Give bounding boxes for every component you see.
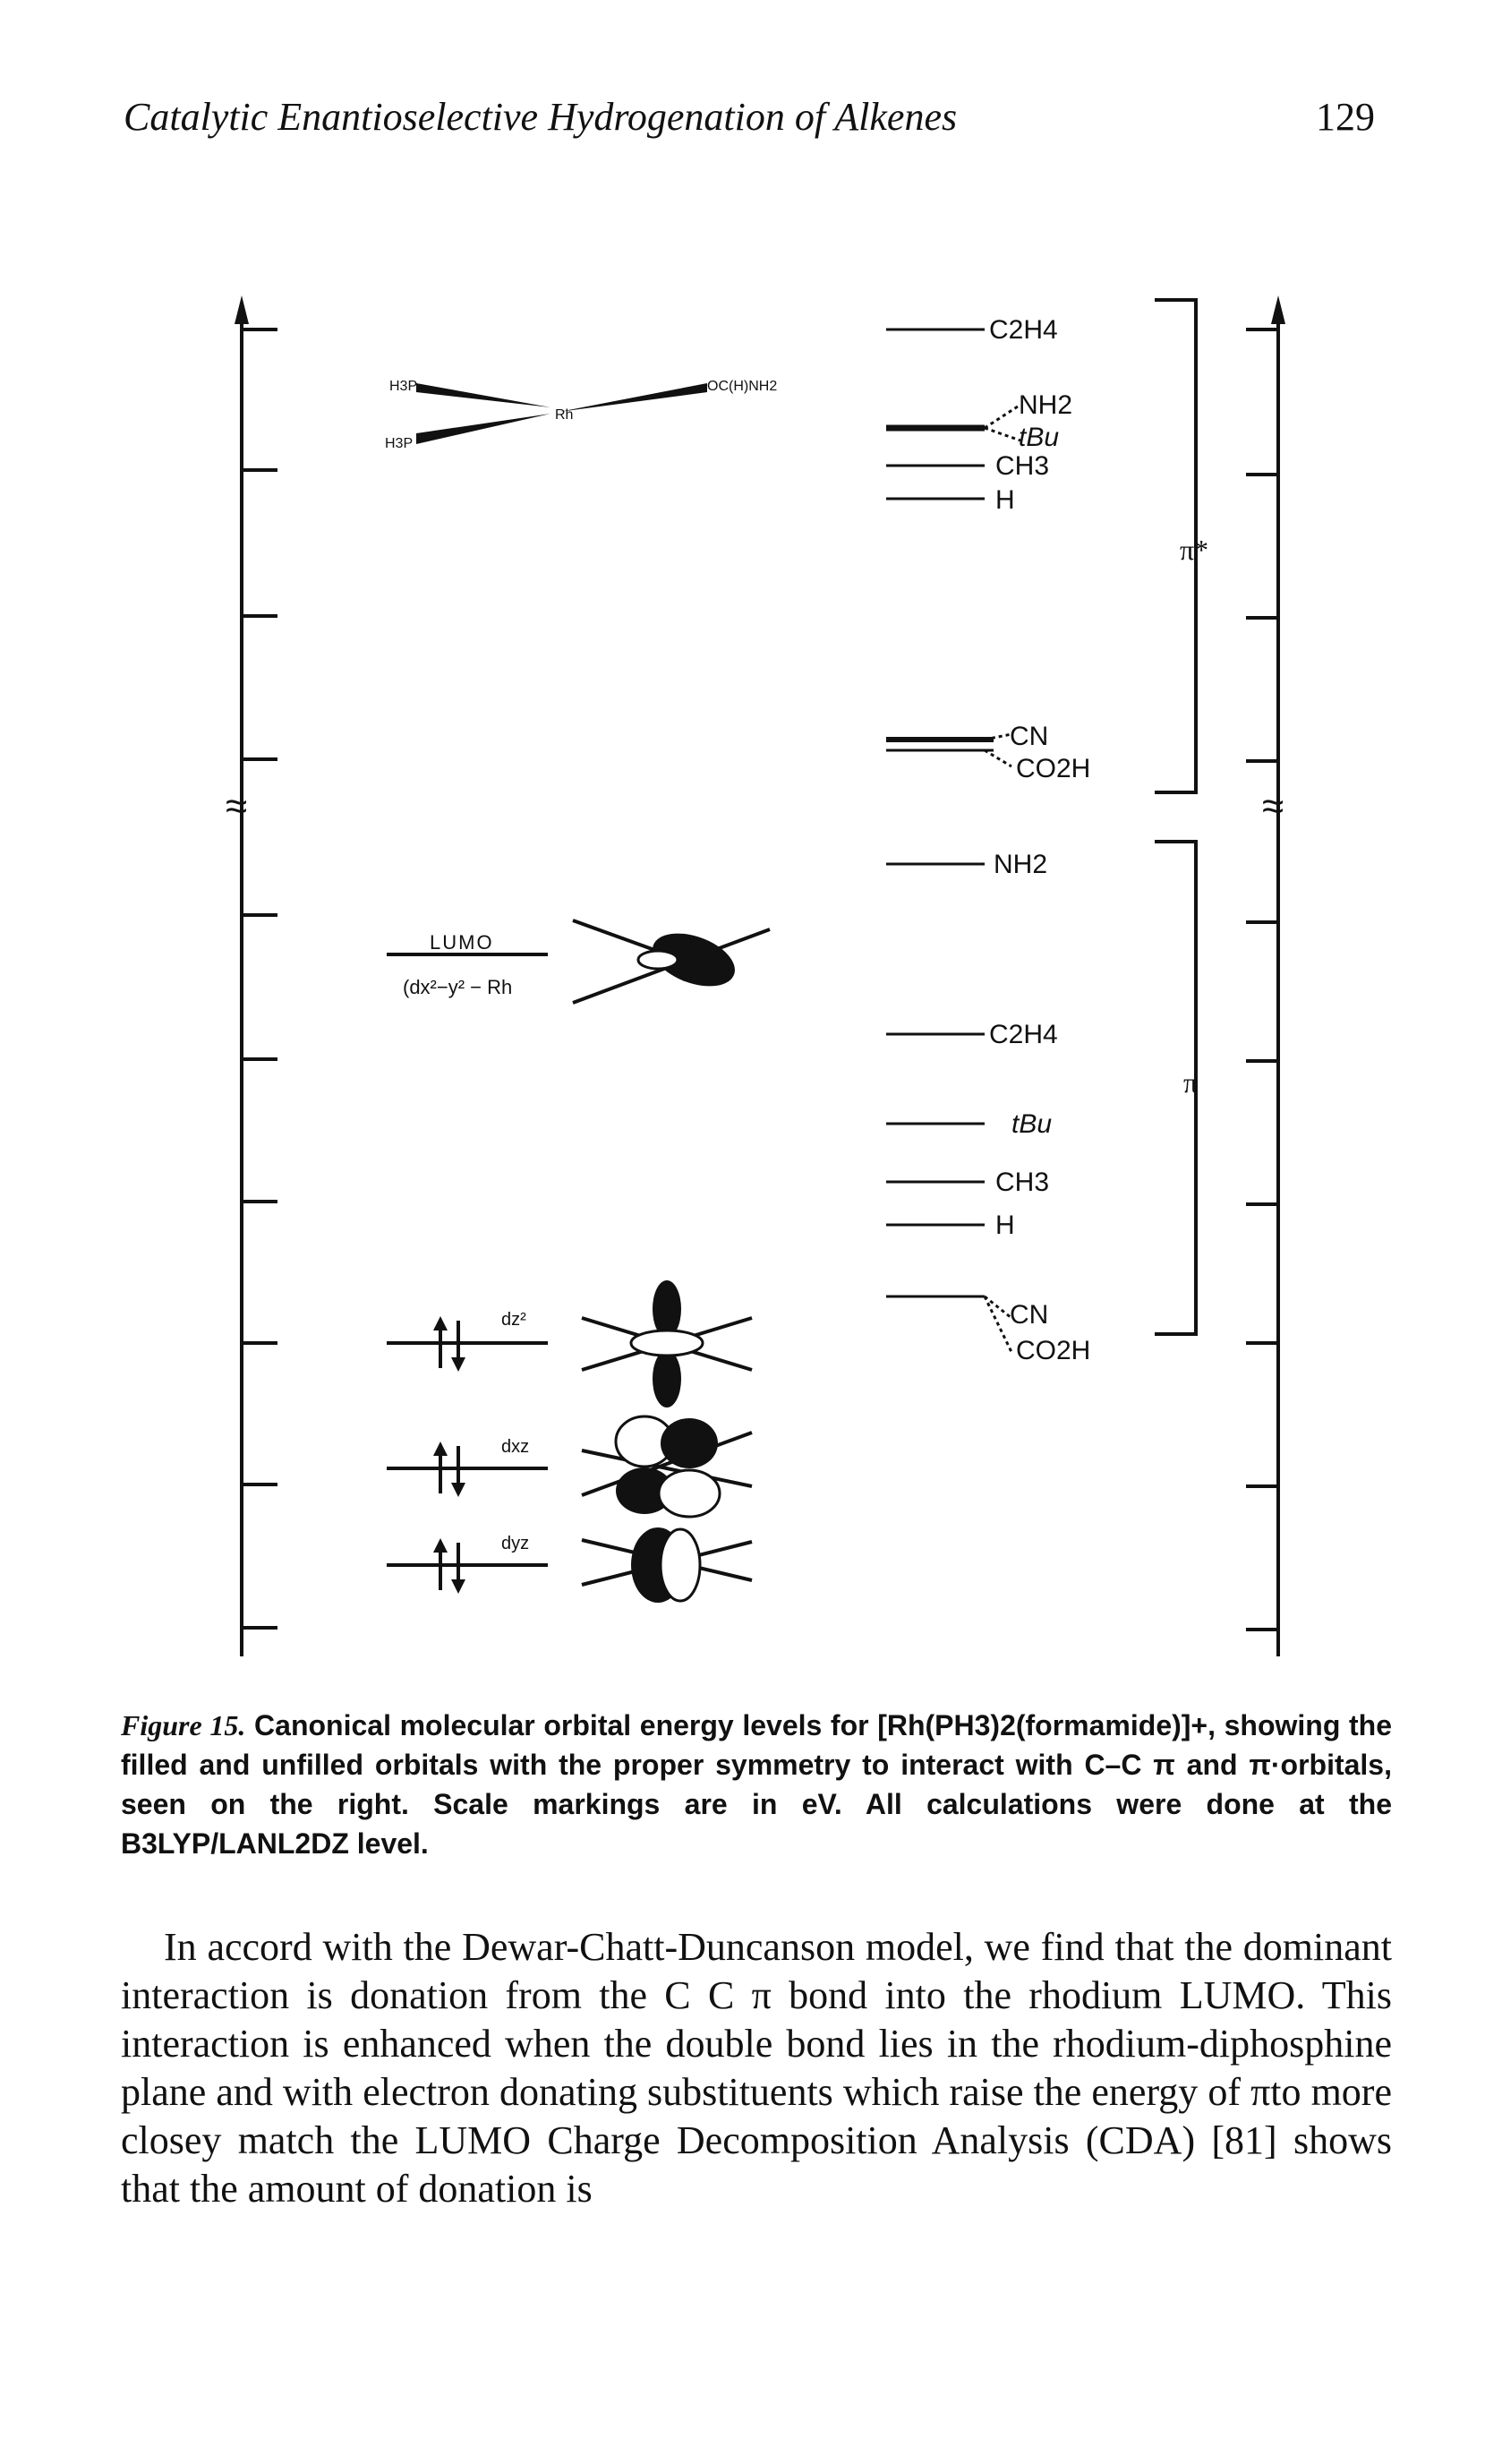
dyz-orbital-icon xyxy=(581,1527,753,1603)
pi-star-label-c2h4: C2H4 xyxy=(989,315,1058,345)
left-axis-break: ≈ xyxy=(226,784,247,828)
pi-star-label-nh2: NH2 xyxy=(1019,390,1072,420)
pi-star-bracket-label: π* xyxy=(1180,534,1208,566)
lumo-orbital-label: (dx²−y² − Rh xyxy=(403,976,512,998)
dxz-label: dxz xyxy=(501,1437,529,1457)
pi-star-labels: C2H4 NH2 tBu CH3 H CN CO2H xyxy=(989,315,1090,783)
occupied-level-dyz: dyz xyxy=(387,1534,548,1594)
occupied-level-dz2: dz² xyxy=(387,1310,548,1372)
pi-label-tbu: tBu xyxy=(1011,1109,1052,1139)
lumo-label: LUMO xyxy=(430,931,494,954)
pi-star-label-co2h: CO2H xyxy=(1016,754,1090,783)
figure-caption-text: Canonical molecular orbital energy level… xyxy=(121,1709,1393,1860)
dz2-orbital-icon xyxy=(581,1280,753,1407)
dz2-label: dz² xyxy=(501,1310,526,1330)
dyz-label: dyz xyxy=(501,1534,529,1553)
rh-label: Rh xyxy=(555,407,573,423)
pi-label-h: H xyxy=(995,1211,1015,1240)
running-header-title: Catalytic Enantioselective Hydrogenation… xyxy=(124,95,958,139)
body-paragraph: In accord with the Dewar-Chatt-Duncanson… xyxy=(121,1925,1392,2211)
pi-star-label-ch3: CH3 xyxy=(995,451,1049,481)
ph3-label-top: H3P xyxy=(389,379,417,394)
pi-label-c2h4: C2H4 xyxy=(989,1020,1058,1049)
dxz-orbital-icon xyxy=(581,1415,753,1519)
pi-label-ch3: CH3 xyxy=(995,1168,1049,1197)
figure-caption: Figure 15. Canonical molecular orbital e… xyxy=(121,1706,1392,1863)
pi-levels xyxy=(886,862,1013,1353)
pi-star-label-tbu: tBu xyxy=(1019,423,1059,452)
occupied-level-dxz: dxz xyxy=(387,1437,548,1497)
right-energy-axis xyxy=(1246,295,1285,1656)
pi-label-nh2: NH2 xyxy=(994,850,1047,879)
mo-energy-diagram: ≈ ≈ H3P H3P Rh OC(H)NH2 LUMO (dx²−y² − R… xyxy=(226,295,1285,1656)
pi-labels: NH2 C2H4 tBu CH3 H CN CO2H xyxy=(989,850,1090,1365)
figure-caption-label: Figure 15. xyxy=(121,1709,246,1741)
pi-star-label-cn: CN xyxy=(1010,722,1048,751)
complex-structure-sketch: H3P H3P Rh OC(H)NH2 xyxy=(385,379,777,451)
ph3-label-bottom: H3P xyxy=(385,436,413,451)
lumo-orbital-icon xyxy=(572,919,771,1005)
left-energy-axis xyxy=(235,295,277,1656)
pi-label-cn: CN xyxy=(1010,1300,1048,1330)
pi-bracket xyxy=(1155,840,1198,1336)
body-text: In accord with the Dewar-Chatt-Duncanson… xyxy=(121,1923,1392,2213)
pi-bracket-label: π xyxy=(1183,1066,1198,1099)
pi-label-co2h: CO2H xyxy=(1016,1336,1090,1365)
formamide-label: OC(H)NH2 xyxy=(707,379,777,394)
pi-star-levels xyxy=(886,328,1021,768)
lumo-level: LUMO (dx²−y² − Rh xyxy=(387,931,548,998)
pi-star-bracket xyxy=(1155,298,1198,794)
page-number: 129 xyxy=(1316,95,1375,139)
right-axis-break: ≈ xyxy=(1262,784,1284,828)
pi-star-label-h: H xyxy=(995,485,1015,515)
